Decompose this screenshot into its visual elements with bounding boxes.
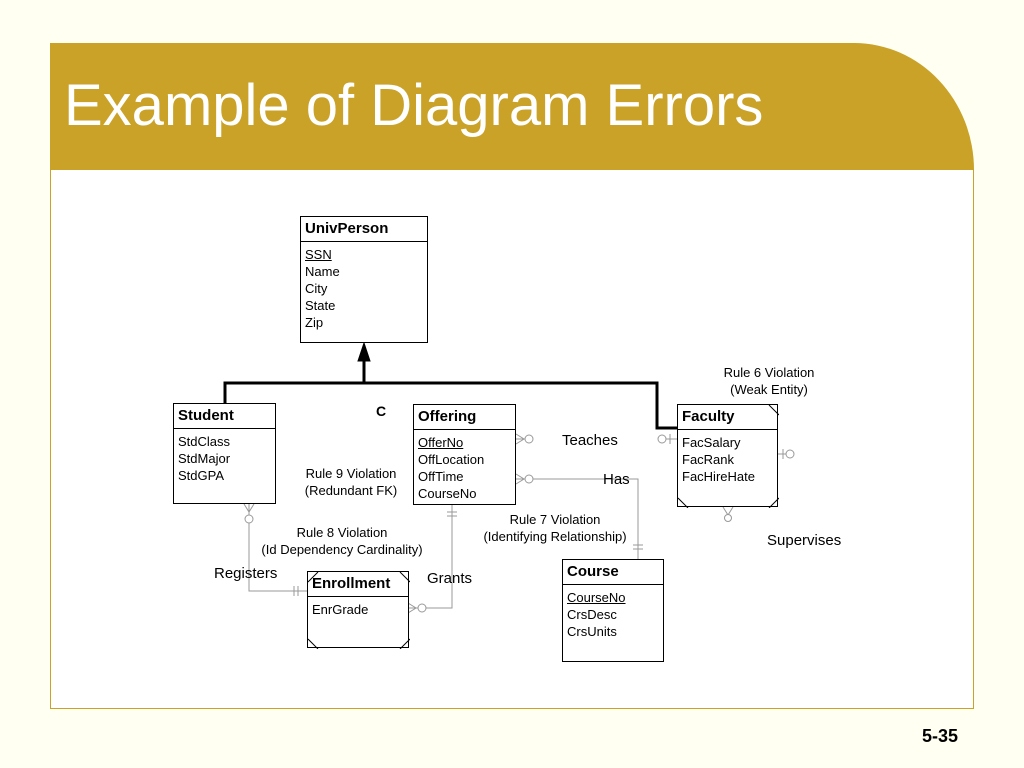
grants-enroll-crowfoot (407, 602, 417, 614)
annotation-line: Rule 8 Violation (296, 525, 388, 540)
attribute-list: OfferNo OffLocation OffTime CourseNo (414, 430, 515, 502)
attribute: StdMajor (178, 451, 231, 466)
entity-enrollment[interactable]: Enrollment EnrGrade (307, 571, 410, 649)
attribute: CrsUnits (567, 624, 617, 639)
attribute: OffTime (418, 469, 464, 484)
generalization-arrowhead (357, 341, 371, 362)
annotation-rule8: Rule 8 Violation (Id Dependency Cardinal… (251, 524, 433, 558)
entity-name: Offering (414, 405, 515, 430)
entity-offering[interactable]: Offering OfferNo OffLocation OffTime Cou… (413, 404, 516, 505)
entity-faculty[interactable]: Faculty FacSalary FacRank FacHireHate (677, 404, 779, 508)
primary-key: OfferNo (418, 435, 464, 450)
annotation-line: (Redundant FK) (304, 483, 398, 498)
attribute-list: CourseNo CrsDesc CrsUnits (563, 585, 663, 640)
annotation-line: (Id Dependency Cardinality) (261, 542, 423, 557)
attribute: CourseNo (418, 486, 477, 501)
attribute-list: EnrGrade (308, 597, 408, 618)
attribute: OffLocation (418, 452, 485, 467)
slide-number: 5-35 (922, 726, 959, 746)
attribute: StdGPA (178, 468, 225, 483)
attribute: FacRank (682, 452, 735, 467)
annotation-rule6: Rule 6 Violation (Weak Entity) (711, 364, 827, 398)
relationship-teaches: Teaches (562, 432, 618, 449)
teaches-offering-optional (524, 434, 534, 444)
entity-course[interactable]: Course CourseNo CrsDesc CrsUnits (562, 559, 664, 662)
annotation-line: Rule 7 Violation (509, 512, 601, 527)
annotation-line: Rule 6 Violation (723, 365, 815, 380)
attribute-list: FacSalary FacRank FacHireHate (678, 430, 777, 485)
relationship-supervises: Supervises (767, 532, 842, 549)
registers-line (248, 504, 307, 592)
attribute: State (305, 298, 336, 313)
entity-student[interactable]: Student StdClass StdMajor StdGPA (173, 403, 276, 504)
weak-entity-corners (678, 405, 779, 508)
attribute: Zip (305, 315, 324, 330)
supervises-right-optional (785, 449, 795, 459)
entity-name: Faculty (678, 405, 777, 430)
grants-enroll-optional (417, 603, 427, 613)
generalization-line (223, 381, 677, 430)
entity-name: Student (174, 404, 275, 429)
teaches-faculty-optional (657, 434, 667, 444)
slide-header (50, 43, 974, 170)
attribute: CrsDesc (567, 607, 617, 622)
primary-key: CourseNo (567, 590, 626, 605)
attribute: EnrGrade (312, 602, 369, 617)
annotation-line: Rule 9 Violation (305, 466, 397, 481)
registers-student-crowfoot (243, 503, 255, 513)
attribute-list: SSN Name City State Zip (301, 242, 427, 331)
entity-name: Enrollment (308, 572, 408, 597)
has-offering-crowfoot (515, 473, 525, 485)
annotation-line: (Identifying Relationship) (483, 529, 627, 544)
annotation-rule7: Rule 7 Violation (Identifying Relationsh… (473, 511, 637, 545)
slide-title: Example of Diagram Errors (64, 73, 764, 138)
attribute: FacSalary (682, 435, 741, 450)
relationship-has: Has (603, 471, 630, 488)
entity-name: UnivPerson (301, 217, 427, 242)
supervises-bottom-crowfoot (722, 506, 734, 516)
annotation-rule9: Rule 9 Violation (Redundant FK) (293, 465, 409, 499)
teaches-offering-crowfoot (515, 433, 525, 445)
supervises-bottom-optional (724, 514, 732, 522)
primary-key: SSN (305, 247, 332, 262)
attribute: StdClass (178, 434, 231, 449)
attribute: FacHireHate (682, 469, 755, 484)
annotation-line: (Weak Entity) (730, 382, 808, 397)
weak-entity-corners (308, 572, 410, 649)
relationship-grants: Grants (427, 570, 473, 587)
relationship-registers: Registers (214, 565, 278, 582)
attribute: City (305, 281, 328, 296)
attribute: Name (305, 264, 340, 279)
generalization-constraint: C (376, 403, 387, 419)
registers-student-optional (244, 514, 254, 524)
has-offering-optional (524, 474, 534, 484)
attribute-list: StdClass StdMajor StdGPA (174, 429, 275, 484)
entity-univperson[interactable]: UnivPerson SSN Name City State Zip (300, 216, 428, 343)
entity-name: Course (563, 560, 663, 585)
has-line (516, 478, 639, 559)
